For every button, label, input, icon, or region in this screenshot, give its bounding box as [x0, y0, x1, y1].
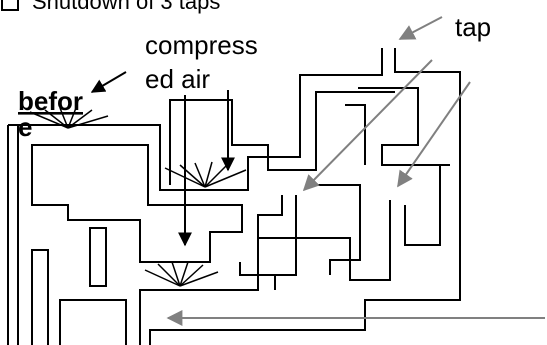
heading-text: Shutdown of 3 taps — [32, 0, 220, 14]
checkbox-square-icon — [1, 0, 19, 11]
heading: Shutdown of 3 taps — [1, 0, 220, 14]
black-arrows — [90, 71, 235, 247]
gray-arrows — [166, 16, 545, 326]
compressed-air-label-line2: ed air — [145, 64, 210, 94]
spray-fans — [29, 107, 247, 287]
before-label-line1: befor — [18, 86, 83, 116]
arrow-tap-top — [398, 16, 443, 40]
arrow-tap-middle — [302, 59, 433, 192]
tap-label: tap — [455, 12, 491, 42]
spray-fan-upper — [164, 161, 247, 188]
spray-fan-left — [29, 107, 109, 129]
spray-fan-lower — [144, 261, 219, 287]
arrow-tap-right — [397, 81, 471, 188]
compressed-air-label-line1: compress — [145, 30, 258, 60]
pipe-network — [7, 48, 461, 345]
before-label-line2: e — [18, 112, 32, 142]
arrow-to-before — [90, 71, 127, 93]
